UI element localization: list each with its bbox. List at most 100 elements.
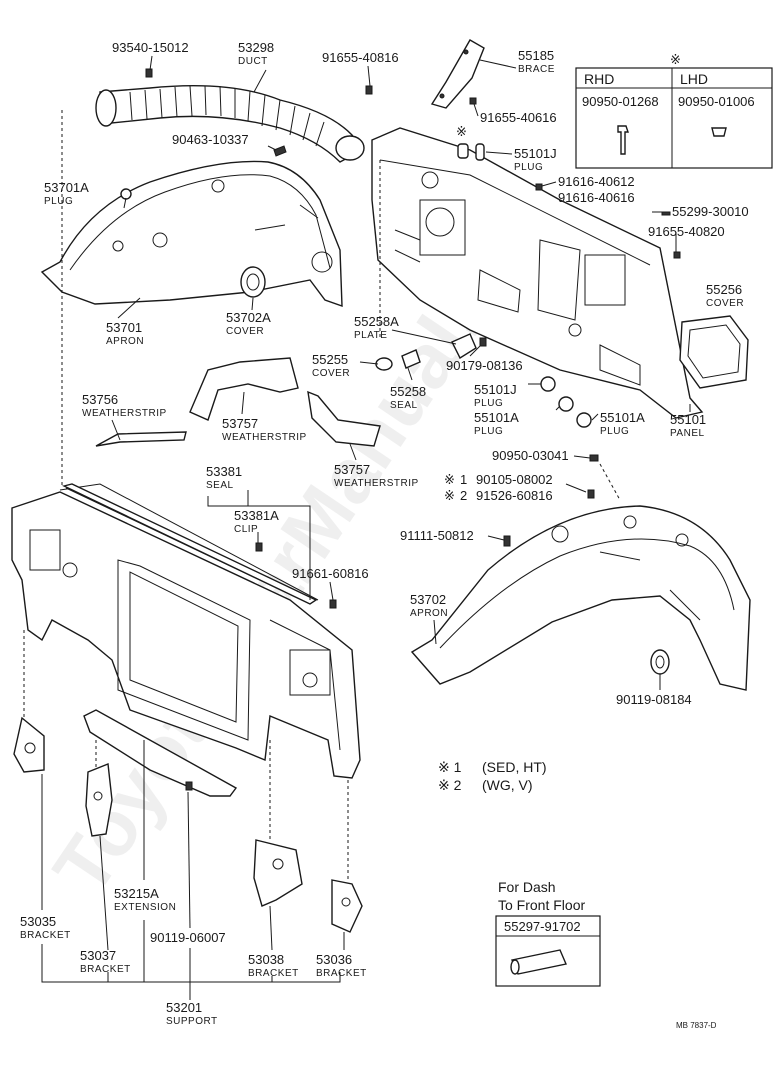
apron-53702-drawing bbox=[410, 505, 751, 691]
label-90119-06007: 90119-06007 bbox=[150, 930, 226, 945]
name-plug-53701A: PLUG bbox=[44, 196, 73, 207]
bracket-53037-drawing bbox=[85, 763, 113, 837]
label-53701A: 53701A bbox=[44, 180, 89, 195]
label-53702A: 53702A bbox=[226, 310, 271, 325]
name-weatherstrip-53756: WEATHERSTRIP bbox=[82, 408, 167, 419]
name-extension-53215A: EXTENSION bbox=[114, 902, 176, 913]
label-53298: 53298 bbox=[238, 40, 274, 55]
weatherstrip-53757a-drawing bbox=[189, 357, 299, 421]
name-seal-55258: SEAL bbox=[390, 400, 418, 411]
variant-lhd-label: LHD bbox=[680, 71, 708, 87]
plug-55101A-l-drawing bbox=[558, 396, 574, 412]
name-cover-55256: COVER bbox=[706, 298, 744, 309]
name-plug-55101A-left: PLUG bbox=[474, 426, 503, 437]
label-90105-08002: 90105-08002 bbox=[476, 472, 553, 487]
name-support-53201: SUPPORT bbox=[166, 1016, 218, 1027]
plug-55101J-mid-drawing bbox=[540, 376, 556, 392]
label-90179-08136: 90179-08136 bbox=[446, 358, 523, 373]
label-53037: 53037 bbox=[80, 948, 116, 963]
label-55299-30010: 55299-30010 bbox=[672, 204, 749, 219]
name-bracket-53036: BRACKET bbox=[316, 968, 367, 979]
label-55256: 55256 bbox=[706, 282, 742, 297]
plate-55258A-drawing bbox=[451, 333, 477, 360]
label-53757-b: 53757 bbox=[334, 462, 370, 477]
dashed-guides bbox=[23, 110, 621, 880]
weatherstrip-53756-drawing bbox=[95, 431, 187, 447]
for-dash-line2: To Front Floor bbox=[498, 897, 585, 913]
label-53201: 53201 bbox=[166, 1000, 202, 1015]
label-91616-40612: 91616-40612 bbox=[558, 174, 635, 189]
leader-lines bbox=[41, 55, 691, 1000]
apron-53701-drawing bbox=[40, 160, 343, 308]
name-plug-55101A-right: PLUG bbox=[600, 426, 629, 437]
variant-lhd-part: 90950-01006 bbox=[678, 94, 755, 109]
name-seal-53381: SEAL bbox=[206, 480, 234, 491]
variant-table bbox=[575, 67, 773, 169]
duct-drawing bbox=[95, 85, 365, 163]
variant-rhd-label: RHD bbox=[584, 71, 614, 87]
label-55258: 55258 bbox=[390, 384, 426, 399]
label-55185: 55185 bbox=[518, 48, 554, 63]
label-53215A: 53215A bbox=[114, 886, 159, 901]
legend-2-mark: ※ 2 bbox=[438, 777, 462, 793]
label-53702: 53702 bbox=[410, 592, 446, 607]
name-apron-53702: APRON bbox=[410, 608, 448, 619]
variant-rhd-part: 90950-01268 bbox=[582, 94, 659, 109]
variant-table-asterisk: ※ bbox=[670, 52, 681, 67]
label-90119-08184: 90119-08184 bbox=[616, 692, 692, 707]
name-plug-55101J-mid: PLUG bbox=[474, 398, 503, 409]
dash-floor-box bbox=[495, 915, 601, 987]
brace-drawing bbox=[430, 39, 485, 109]
label-53035: 53035 bbox=[20, 914, 56, 929]
labels: 93540-15012 53298 DUCT 91655-40816 55185… bbox=[20, 40, 755, 1030]
asterisk-2-number: 2 bbox=[460, 488, 467, 503]
name-apron-53701: APRON bbox=[106, 336, 144, 347]
name-plate-55258A: PLATE bbox=[354, 330, 387, 341]
label-91655-40616: 91655-40616 bbox=[480, 110, 557, 125]
label-55255: 55255 bbox=[312, 352, 348, 367]
name-bracket-53037: BRACKET bbox=[80, 964, 131, 975]
legend-1-mark: ※ 1 bbox=[438, 759, 462, 775]
name-clip-53381A: CLIP bbox=[234, 524, 258, 535]
cover-55255-drawing bbox=[375, 357, 393, 371]
name-duct: DUCT bbox=[238, 56, 268, 67]
name-weatherstrip-53757-b: WEATHERSTRIP bbox=[334, 478, 419, 489]
extension-53215A-drawing bbox=[83, 709, 238, 797]
label-53381A: 53381A bbox=[234, 508, 279, 523]
label-53381: 53381 bbox=[206, 464, 242, 479]
asterisk-1: ※ bbox=[444, 472, 455, 487]
label-91111-50812: 91111-50812 bbox=[400, 528, 474, 543]
diagram-code: MB 7837-D bbox=[676, 1021, 717, 1030]
label-55297-91702: 55297-91702 bbox=[504, 919, 581, 934]
weatherstrip-53757b-drawing bbox=[307, 390, 381, 447]
label-55258A: 55258A bbox=[354, 314, 399, 329]
legend-2-text: (WG, V) bbox=[482, 777, 533, 793]
label-53756: 53756 bbox=[82, 392, 118, 407]
name-brace: BRACE bbox=[518, 64, 555, 75]
name-panel-55101: PANEL bbox=[670, 428, 705, 439]
label-91616-40616: 91616-40616 bbox=[558, 190, 635, 205]
label-91655-40820: 91655-40820 bbox=[648, 224, 725, 239]
label-55101J-top: 55101J bbox=[514, 146, 557, 161]
name-bracket-53038: BRACKET bbox=[248, 968, 299, 979]
name-weatherstrip-53757-a: WEATHERSTRIP bbox=[222, 432, 307, 443]
name-plug-55101J-top: PLUG bbox=[514, 162, 543, 173]
dash-panel-drawing bbox=[371, 127, 704, 419]
label-91661-60816: 91661-60816 bbox=[292, 566, 369, 581]
bracket-53035-drawing bbox=[13, 716, 45, 773]
seal-53381-drawing bbox=[61, 483, 318, 605]
for-dash-line1: For Dash bbox=[498, 879, 556, 895]
asterisk-1-number: 1 bbox=[460, 472, 467, 487]
plug-55101A-r-drawing bbox=[576, 412, 592, 428]
seal-55258-drawing bbox=[401, 349, 421, 369]
label-53036: 53036 bbox=[316, 952, 352, 967]
legend-1-text: (SED, HT) bbox=[482, 759, 547, 775]
fasteners bbox=[145, 68, 681, 791]
bracket-53038-drawing bbox=[253, 839, 303, 907]
label-53701: 53701 bbox=[106, 320, 142, 335]
label-55101A-right: 55101A bbox=[600, 410, 645, 425]
asterisk-mark-top: ※ bbox=[456, 124, 467, 139]
label-91526-60816: 91526-60816 bbox=[476, 488, 553, 503]
label-90463-10337: 90463-10337 bbox=[172, 132, 249, 147]
